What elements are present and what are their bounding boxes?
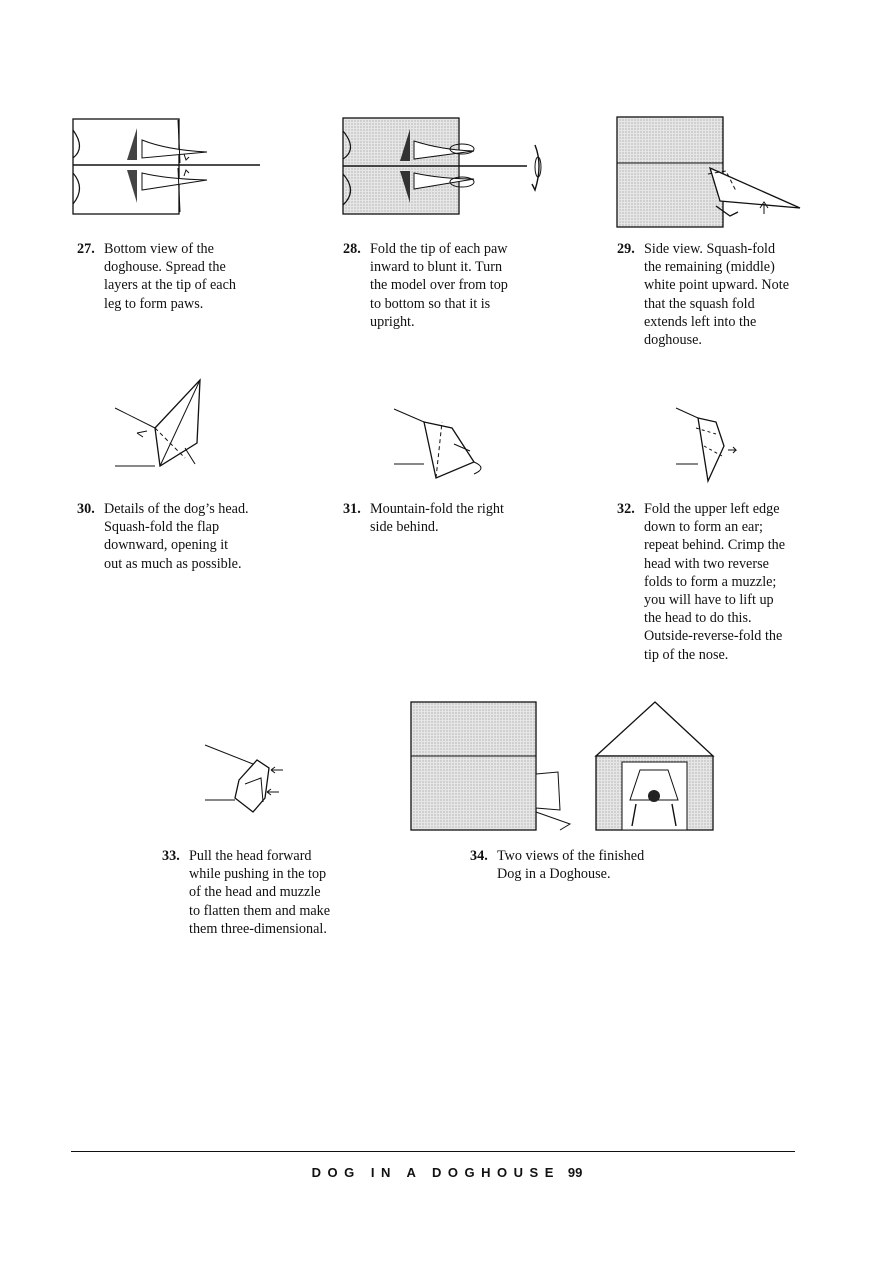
side-view-squash-fold-illustration (616, 116, 806, 234)
step-33-diagram (205, 742, 295, 822)
caption-line: layers at the tip of each (104, 276, 236, 294)
caption-line: to flatten them and make (189, 902, 330, 920)
caption-line: repeat behind. Crimp the (644, 536, 785, 554)
step-33-caption: 33. Pull the head forward while pushing … (162, 847, 330, 938)
step-number: 28. (343, 240, 361, 258)
caption-line: extends left into the (644, 313, 789, 331)
step-29-diagram (616, 116, 806, 234)
step-31-caption: 31. Mountain-fold the right side behind. (343, 500, 504, 536)
page-number: 99 (568, 1165, 582, 1180)
caption-line: folds to form a muzzle; (644, 573, 785, 591)
step-number: 33. (162, 847, 180, 865)
dog-head-squash-fold-illustration (115, 378, 215, 478)
step-28-diagram (342, 117, 552, 219)
step-34-caption: 34. Two views of the finished Dog in a D… (470, 847, 644, 883)
caption-line: down to form an ear; (644, 518, 785, 536)
running-footer: DOG IN A DOGHOUSE 99 (0, 1165, 894, 1180)
caption-line: Dog in a Doghouse. (497, 865, 644, 883)
caption-line: tip of the nose. (644, 646, 785, 664)
paw-blunting-illustration (342, 117, 552, 219)
caption-line: Side view. Squash-fold (644, 240, 789, 258)
finished-dog-in-doghouse-illustration (410, 700, 720, 835)
step-30-diagram (115, 378, 215, 478)
caption-line: Fold the tip of each paw (370, 240, 508, 258)
step-31-diagram (394, 406, 494, 486)
step-number: 31. (343, 500, 361, 518)
caption-line: Outside-reverse-fold the (644, 627, 785, 645)
caption-line: out as much as possible. (104, 555, 249, 573)
caption-line: upright. (370, 313, 508, 331)
caption-line: while pushing in the top (189, 865, 330, 883)
caption-line: the remaining (middle) (644, 258, 789, 276)
caption-line: Squash-fold the flap (104, 518, 249, 536)
mountain-fold-illustration (394, 406, 494, 486)
step-32-diagram (676, 406, 756, 492)
caption-line: Bottom view of the (104, 240, 236, 258)
caption-line: Two views of the finished (497, 847, 644, 865)
step-32-caption: 32. Fold the upper left edge down to for… (617, 500, 785, 664)
caption-line: doghouse. (644, 331, 789, 349)
step-27-caption: 27. Bottom view of the doghouse. Spread … (77, 240, 236, 313)
caption-line: side behind. (370, 518, 504, 536)
caption-line: the head to do this. (644, 609, 785, 627)
caption-line: Mountain-fold the right (370, 500, 504, 518)
ear-and-muzzle-illustration (676, 406, 756, 492)
caption-line: that the squash fold (644, 295, 789, 313)
step-number: 34. (470, 847, 488, 865)
step-number: 27. (77, 240, 95, 258)
step-27-diagram (72, 118, 262, 218)
caption-line: inward to blunt it. Turn (370, 258, 508, 276)
step-number: 32. (617, 500, 635, 518)
caption-line: Pull the head forward (189, 847, 330, 865)
step-28-caption: 28. Fold the tip of each paw inward to b… (343, 240, 508, 331)
caption-line: Details of the dog’s head. (104, 500, 249, 518)
caption-line: you will have to lift up (644, 591, 785, 609)
caption-line: them three-dimensional. (189, 920, 330, 938)
step-29-caption: 29. Side view. Squash-fold the remaining… (617, 240, 789, 349)
head-shaping-illustration (205, 742, 295, 822)
caption-line: the model over from top (370, 276, 508, 294)
caption-line: doghouse. Spread the (104, 258, 236, 276)
step-number: 30. (77, 500, 95, 518)
caption-line: head with two reverse (644, 555, 785, 573)
footer-divider (71, 1151, 795, 1152)
step-number: 29. (617, 240, 635, 258)
caption-line: to bottom so that it is (370, 295, 508, 313)
step-34-diagram (410, 700, 720, 835)
doghouse-bottom-view-illustration (72, 118, 262, 218)
step-30-caption: 30. Details of the dog’s head. Squash-fo… (77, 500, 249, 573)
caption-line: downward, opening it (104, 536, 249, 554)
book-section-title: DOG IN A DOGHOUSE (312, 1165, 560, 1180)
caption-line: leg to form paws. (104, 295, 236, 313)
caption-line: of the head and muzzle (189, 883, 330, 901)
caption-line: white point upward. Note (644, 276, 789, 294)
caption-line: Fold the upper left edge (644, 500, 785, 518)
